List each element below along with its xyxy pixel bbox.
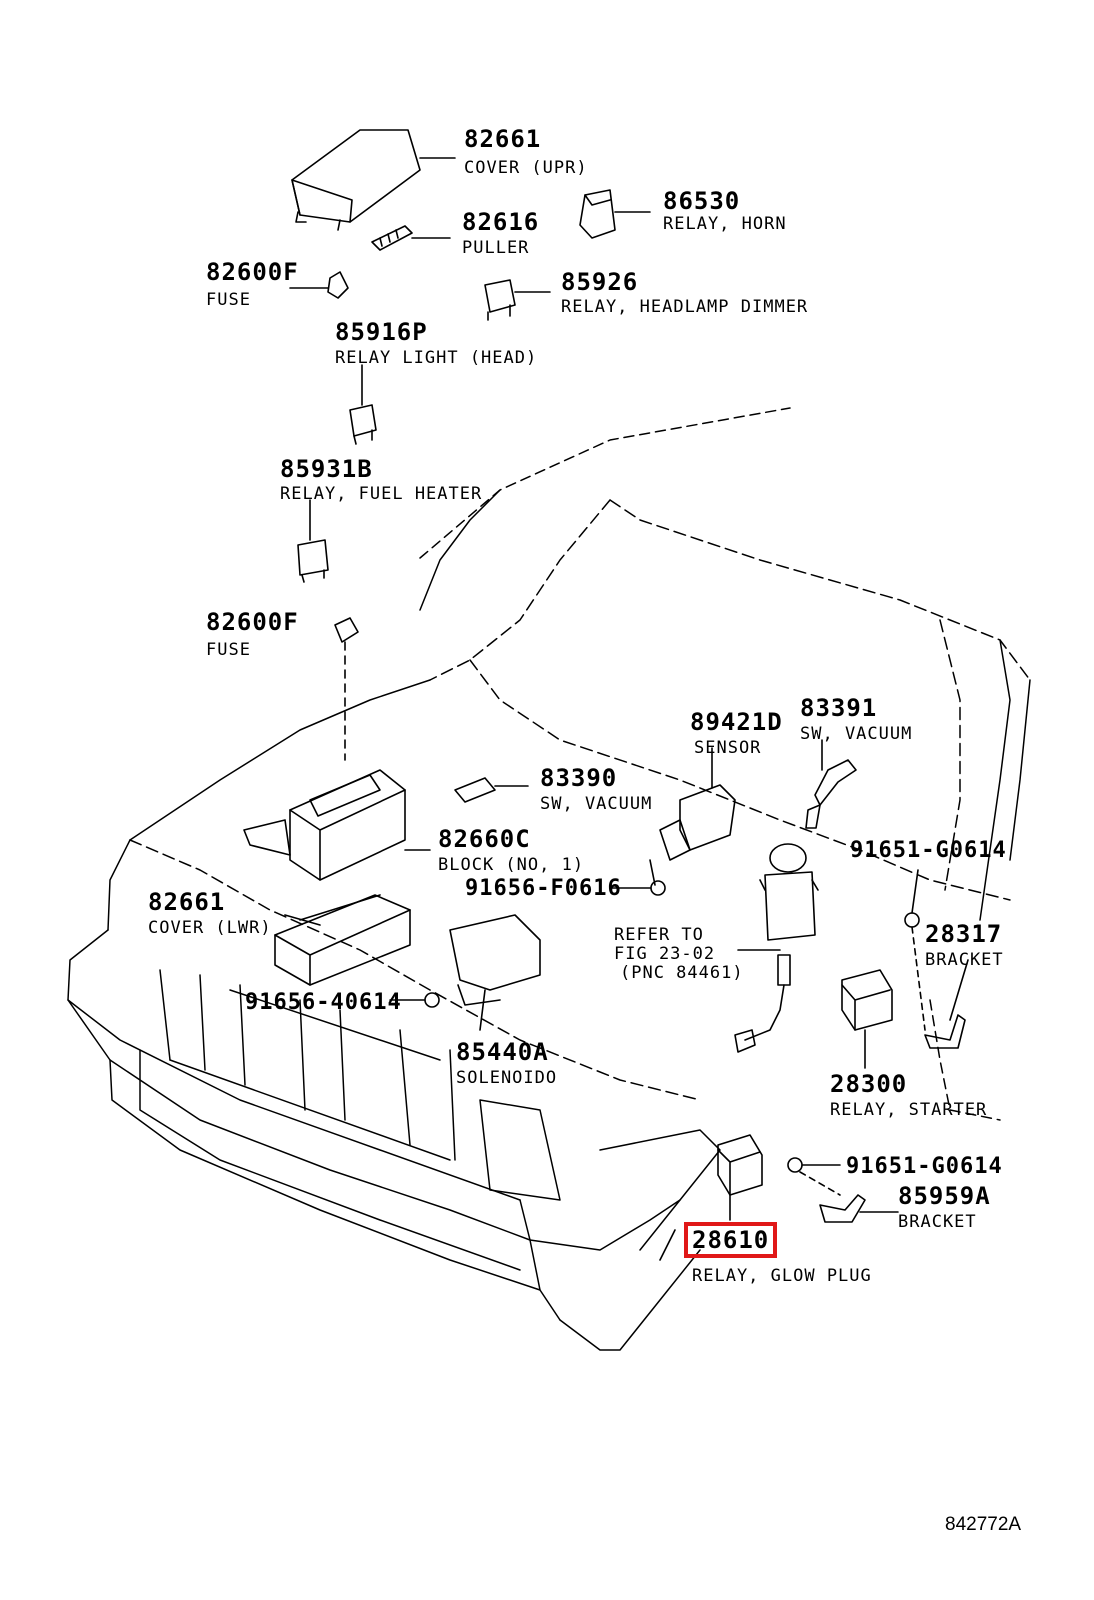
part-number-86530[interactable]: 86530 bbox=[663, 187, 741, 215]
part-number-85959a[interactable]: 85959A bbox=[898, 1182, 991, 1210]
part-name-solenoido: SOLENOIDO bbox=[456, 1068, 558, 1088]
relay-dimmer-drawing bbox=[484, 279, 551, 321]
vehicle-body bbox=[67, 407, 1031, 1351]
relay-starter-drawing bbox=[841, 969, 893, 1069]
fuse-1-drawing bbox=[289, 271, 349, 299]
relay-horn-drawing bbox=[579, 189, 651, 239]
part-number-82600f-2[interactable]: 82600F bbox=[206, 608, 299, 636]
part-name-relay-fuel-heater: RELAY, FUEL HEATER bbox=[280, 484, 483, 504]
part-name-fuse-2: FUSE bbox=[206, 640, 251, 660]
sensor-drawing bbox=[649, 747, 736, 896]
part-number-28300[interactable]: 28300 bbox=[830, 1070, 908, 1098]
bolt-1-icon bbox=[424, 992, 440, 1008]
part-name-fuse-1: FUSE bbox=[206, 290, 251, 310]
part-number-28317[interactable]: 28317 bbox=[925, 920, 1003, 948]
refer-line-3[interactable]: (PNC 84461) bbox=[620, 963, 744, 983]
part-number-82616[interactable]: 82616 bbox=[462, 208, 540, 236]
part-number-85440a[interactable]: 85440A bbox=[456, 1038, 549, 1066]
part-name-block-no-1: BLOCK (NO, 1) bbox=[438, 855, 585, 875]
part-number-83390[interactable]: 83390 bbox=[540, 764, 618, 792]
relay-fuel-heater-drawing bbox=[297, 499, 329, 583]
part-number-85931b[interactable]: 85931B bbox=[280, 455, 373, 483]
part-number-82661-lwr[interactable]: 82661 bbox=[148, 888, 226, 916]
relay-glow-plug-drawing bbox=[717, 1134, 763, 1221]
part-name-relay-glow-plug: RELAY, GLOW PLUG bbox=[692, 1266, 872, 1286]
sw-vacuum-2-drawing bbox=[805, 739, 857, 829]
figure-code: 842772A bbox=[945, 1514, 1022, 1535]
canister-drawing bbox=[759, 843, 819, 941]
cover-upr-drawing bbox=[291, 129, 456, 231]
part-number-89421d[interactable]: 89421D bbox=[690, 708, 783, 736]
bolt-2-icon bbox=[904, 912, 920, 928]
part-name-bracket-85959a: BRACKET bbox=[898, 1212, 977, 1232]
fuse-2-drawing bbox=[334, 617, 359, 761]
part-number-91656-f0616[interactable]: 91656-F0616 bbox=[465, 876, 622, 901]
part-name-sw-vacuum-2: SW, VACUUM bbox=[800, 724, 913, 744]
solenoid-drawing bbox=[449, 914, 541, 1031]
part-name-cover-upr: COVER (UPR) bbox=[464, 158, 588, 178]
bolt-3-icon bbox=[787, 1157, 803, 1173]
part-name-puller: PULLER bbox=[462, 238, 530, 258]
bracket-85959a-drawing bbox=[819, 1194, 899, 1223]
refer-line-1: REFER TO bbox=[614, 925, 704, 945]
sw-vacuum-1-drawing bbox=[454, 777, 529, 803]
bracket-28317-drawing bbox=[911, 926, 969, 1049]
part-name-bracket-28317: BRACKET bbox=[925, 950, 1004, 970]
part-number-91656-40614[interactable]: 91656-40614 bbox=[245, 990, 402, 1015]
connector-drawing bbox=[734, 949, 791, 1053]
puller-drawing bbox=[371, 225, 451, 251]
part-number-91651-g0614-b[interactable]: 91651-G0614 bbox=[846, 1154, 1003, 1179]
part-name-relay-horn: RELAY, HORN bbox=[663, 214, 787, 234]
part-name-relay-headlamp-dimmer: RELAY, HEADLAMP DIMMER bbox=[561, 297, 809, 317]
part-name-relay-light-head: RELAY LIGHT (HEAD) bbox=[335, 348, 538, 368]
refer-line-2: FIG 23-02 bbox=[614, 944, 716, 964]
part-name-sw-vacuum-1: SW, VACUUM bbox=[540, 794, 653, 814]
part-name-relay-starter: RELAY, STARTER bbox=[830, 1100, 988, 1120]
relay-head-drawing bbox=[349, 364, 377, 445]
part-name-cover-lwr: COVER (LWR) bbox=[148, 918, 272, 938]
cover-lwr-drawing bbox=[274, 894, 411, 986]
part-number-91651-g0614-a[interactable]: 91651-G0614 bbox=[850, 838, 1007, 863]
part-number-85926[interactable]: 85926 bbox=[561, 268, 639, 296]
part-number-83391[interactable]: 83391 bbox=[800, 694, 878, 722]
part-number-82600f-1[interactable]: 82600F bbox=[206, 258, 299, 286]
relay-block-drawing bbox=[243, 769, 431, 881]
part-number-85916p[interactable]: 85916P bbox=[335, 318, 428, 346]
part-name-sensor: SENSOR bbox=[694, 738, 762, 758]
part-number-82661-upr[interactable]: 82661 bbox=[464, 125, 542, 153]
part-number-82660c[interactable]: 82660C bbox=[438, 825, 531, 853]
part-number-28610-highlighted[interactable]: 28610 bbox=[684, 1222, 778, 1258]
